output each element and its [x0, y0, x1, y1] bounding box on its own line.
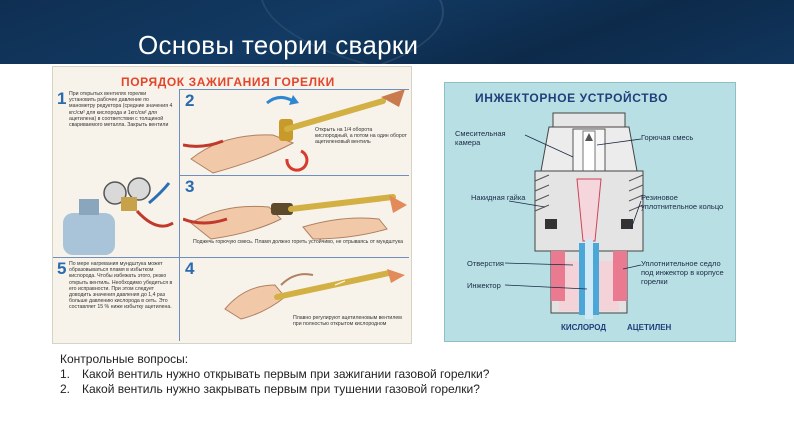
label-oxygen: КИСЛОРОД: [561, 323, 607, 332]
step-text: По мере нагревания мундштука может образ…: [69, 261, 173, 311]
label-sealing-seat: Уплотнительное седло под инжектор в корп…: [641, 259, 724, 286]
divider: [179, 89, 180, 341]
slide-title: Основы теории сварки: [138, 30, 419, 60]
question-item: 1. Какой вентиль нужно открывать первым п…: [60, 367, 489, 382]
divider: [179, 175, 409, 176]
ignition-procedure-figure: ПОРЯДОК ЗАЖИГАНИЯ ГОРЕЛКИ 1 При открытых…: [52, 66, 412, 344]
injector-device-figure: ИНЖЕКТОРНОЕ УСТРОЙСТВО Смесительная каме…: [444, 82, 736, 342]
label-mixing-chamber: Смесительная камера: [455, 129, 506, 147]
divider: [179, 89, 409, 90]
control-questions: Контрольные вопросы: 1. Какой вентиль нуж…: [60, 352, 489, 397]
torch-ignition-illustration: [183, 194, 407, 240]
label-rubber-ring: Резиновое уплотнительное кольцо: [641, 193, 724, 211]
injector-cross-section: [534, 112, 644, 319]
slide-header: Основы теории сварки: [0, 0, 794, 64]
label-injector: Инжектор: [467, 281, 501, 290]
divider: [53, 257, 409, 258]
figure-heading: ИНЖЕКТОРНОЕ УСТРОЙСТВО: [475, 91, 669, 105]
question-item: 2. Какой вентиль нужно закрывать первым п…: [60, 382, 489, 397]
torch-valve-opening-illustration: [183, 89, 405, 174]
step-number: 1: [57, 89, 67, 108]
gas-cylinder-regulator-illustration: [63, 177, 174, 255]
question-number: 2.: [60, 382, 71, 396]
label-acetylene: АЦЕТИЛЕН: [627, 323, 672, 332]
label-holes: Отверстия: [467, 259, 504, 268]
step-text: При открытых вентилях горелки установить…: [69, 91, 173, 129]
step-number: 4: [185, 259, 195, 278]
questions-heading: Контрольные вопросы:: [60, 352, 189, 366]
label-combustible-mix: Горючая смесь: [641, 133, 694, 142]
question-text: Какой вентиль нужно закрывать первым при…: [82, 382, 480, 396]
step-number: 3: [185, 177, 195, 196]
step-text: Поджечь горючую смесь. Пламя должно горе…: [193, 239, 403, 245]
label-union-nut: Накидная гайка: [471, 193, 526, 202]
question-text: Какой вентиль нужно открывать первым при…: [82, 367, 490, 381]
step-text: Плавно регулируют ацетиленовым вентилем …: [293, 315, 402, 328]
question-number: 1.: [60, 367, 71, 381]
flame-adjustment-illustration: [224, 269, 405, 320]
step-number: 5: [57, 259, 67, 278]
figure-heading: ПОРЯДОК ЗАЖИГАНИЯ ГОРЕЛКИ: [121, 75, 335, 89]
step-number: 2: [185, 91, 195, 110]
step-text: Открыть на 1/4 оборота кислородный, а по…: [315, 127, 407, 146]
leader-lines: [504, 134, 642, 290]
